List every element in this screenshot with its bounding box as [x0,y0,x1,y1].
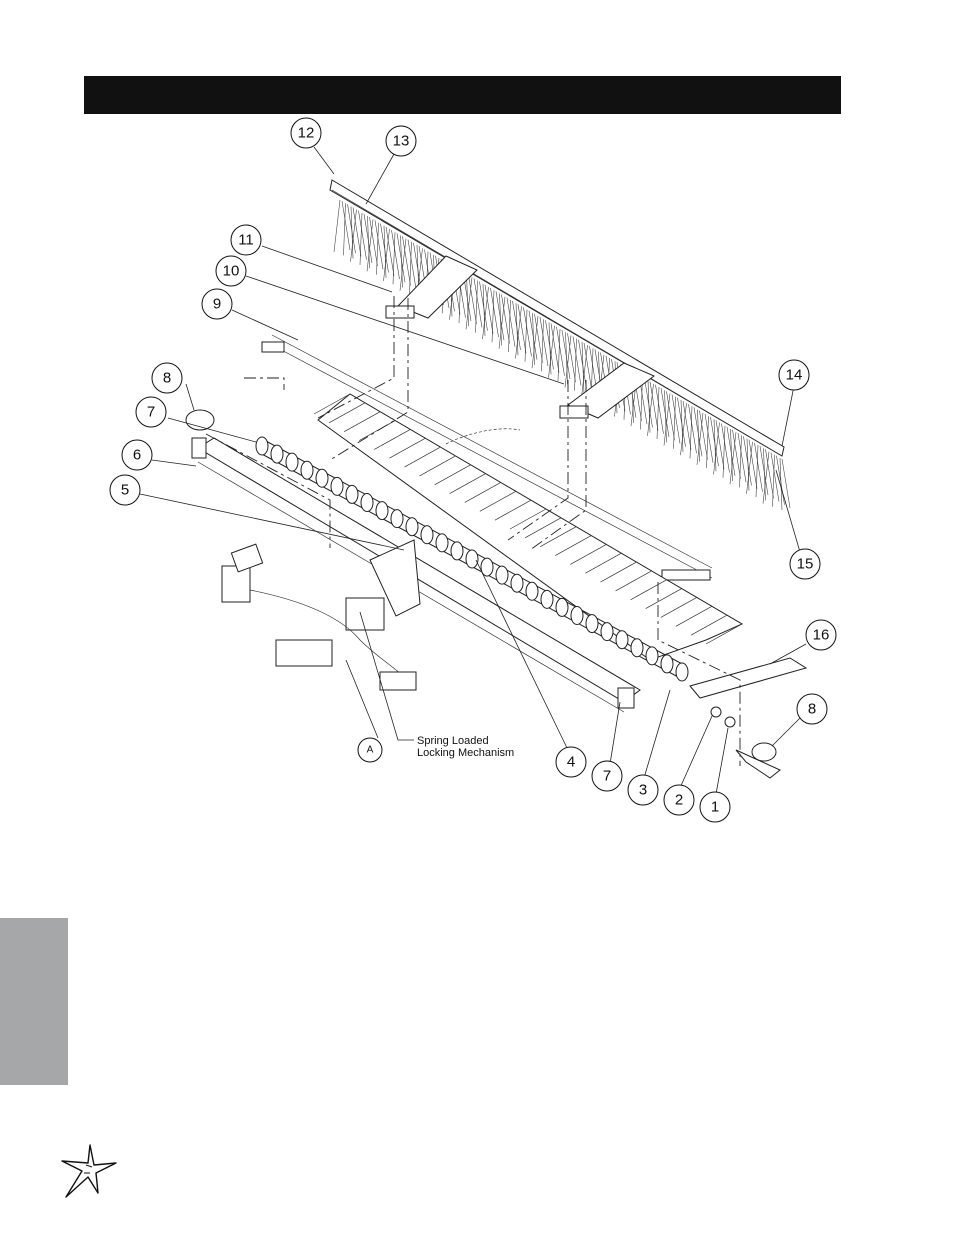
callout-4: 4 [555,746,587,778]
svg-text:14: 14 [786,367,803,384]
leader-lines [139,146,807,795]
callout-6: 6 [121,439,153,471]
svg-text:7: 7 [603,768,611,785]
svg-text:8: 8 [163,370,171,387]
callout-14: 14 [778,359,810,391]
svg-text:10: 10 [223,263,240,280]
callout-9: 9 [201,288,233,320]
locking-mechanism-note: Spring Loaded Locking Mechanism [417,735,515,759]
callout-11: 11 [230,224,262,256]
callout-7-right: 7 [591,760,623,792]
svg-text:3: 3 [639,782,647,799]
svg-text:16: 16 [813,627,830,644]
svg-text:6: 6 [133,447,141,464]
star-logo-icon [61,1144,117,1198]
side-tab [0,918,68,1085]
callout-3: 3 [627,774,659,806]
callout-15: 15 [789,548,821,580]
svg-text:13: 13 [393,133,410,150]
callout-5: 5 [109,474,141,506]
callout-1: 1 [699,791,731,823]
svg-text:A: A [367,745,374,756]
svg-text:8: 8 [808,701,816,718]
center-lines [205,296,741,766]
callout-10: 10 [215,255,247,287]
svg-text:5: 5 [121,482,129,499]
svg-text:4: 4 [567,754,575,771]
svg-text:7: 7 [147,404,155,421]
slatted-deck [313,393,744,661]
callout-16: 16 [805,619,837,651]
svg-text:12: 12 [298,125,315,142]
callout-7-left: 7 [135,396,167,428]
callout-8-left: 8 [151,362,183,394]
right-end-parts [185,409,808,779]
svg-text:2: 2 [675,792,683,809]
callout-8-right: 8 [796,693,828,725]
svg-text:9: 9 [213,296,221,313]
svg-text:15: 15 [797,556,814,573]
header-bar [84,76,841,114]
svg-text:11: 11 [238,232,254,249]
callout-13: 13 [385,125,417,157]
roller [255,436,689,682]
chain [445,428,521,445]
svg-text:1: 1 [711,799,719,816]
tie-rod [261,334,713,581]
brush-assembly [329,179,791,511]
callout-2: 2 [663,784,695,816]
callout-12: 12 [290,117,322,149]
hitch-assembly [221,539,421,691]
callout-a: A [357,737,383,763]
